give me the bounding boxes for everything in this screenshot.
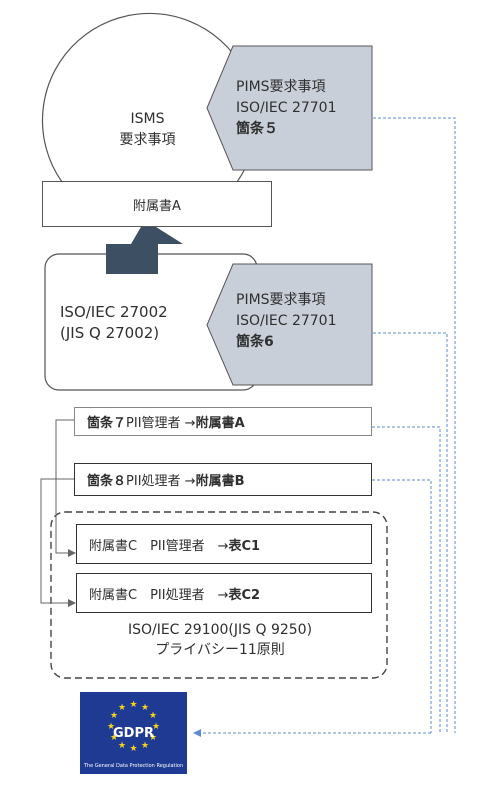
svg-text:★: ★ xyxy=(149,733,157,743)
svg-text:★: ★ xyxy=(141,741,149,751)
clause7-suffix: 附属書A xyxy=(195,416,245,431)
svg-text:★: ★ xyxy=(110,711,118,721)
clause8-middle: PII処理者 → xyxy=(126,474,196,489)
iso27002-line1: ISO/IEC 27002 xyxy=(60,303,168,321)
annex-c1-suffix: 表C1 xyxy=(228,538,261,554)
pims-top-label: PIMS要求事項 ISO/IEC 27701 箇条５ xyxy=(236,77,337,140)
annex-c2-text: 附属書C PII処理者 → xyxy=(89,587,229,603)
up-arrow xyxy=(106,220,183,274)
annex-c1-box: 附属書C PII管理者 → 表C1 xyxy=(76,524,372,564)
isms-line2: 要求事項 xyxy=(119,132,176,148)
svg-text:★: ★ xyxy=(110,733,118,743)
eu-stars-icon: ★ ★ ★ ★ ★ ★ ★ ★ ★ ★ ★ ★ xyxy=(107,700,160,754)
connector-clause7-to-c1 xyxy=(55,419,74,554)
iso27002-line2: (JIS Q 27002) xyxy=(60,324,160,342)
iso29100-line1: ISO/IEC 29100(JIS Q 9250) xyxy=(127,622,313,638)
pims-top-line3: 箇条５ xyxy=(236,121,278,137)
gdpr-logo: ★ ★ ★ ★ ★ ★ ★ ★ ★ ★ ★ ★ GDPR The General… xyxy=(80,692,187,774)
gdpr-connectors xyxy=(195,117,456,734)
pims-mid-shape xyxy=(206,263,373,386)
iso29100-group xyxy=(50,511,388,679)
annex-a-label: 附属書A xyxy=(133,198,181,214)
gdpr-label: GDPR xyxy=(113,726,154,741)
svg-text:★: ★ xyxy=(129,700,137,710)
isms-line1: ISMS xyxy=(130,111,165,127)
gdpr-caption: The General Data Protection Regulation xyxy=(83,763,184,769)
svg-text:★: ★ xyxy=(107,722,115,732)
pims-top-shape xyxy=(206,45,373,171)
clause8-box: 箇条８ PII処理者 → 附属書B xyxy=(74,463,372,496)
gdpr-arrowhead xyxy=(193,729,201,737)
pims-top-line2: ISO/IEC 27701 xyxy=(236,100,337,116)
svg-text:★: ★ xyxy=(118,703,126,713)
clause7-middle: PII管理者 → xyxy=(126,416,196,431)
pims-mid-line2: ISO/IEC 27701 xyxy=(236,313,337,329)
clause7-prefix: 箇条７ xyxy=(87,416,127,431)
iso29100-label: ISO/IEC 29100(JIS Q 9250) プライバシー11原則 xyxy=(80,620,360,660)
clause8-prefix: 箇条８ xyxy=(87,474,127,489)
arrowhead-c2 xyxy=(68,599,76,607)
pims-mid-label: PIMS要求事項 ISO/IEC 27701 箇条6 xyxy=(236,290,337,353)
pims-mid-line3: 箇条6 xyxy=(236,334,274,350)
svg-text:★: ★ xyxy=(129,744,137,754)
annex-c1-text: 附属書C PII管理者 → xyxy=(89,538,229,554)
clause8-suffix: 附属書B xyxy=(195,474,245,489)
svg-text:★: ★ xyxy=(149,711,157,721)
svg-text:★: ★ xyxy=(118,741,126,751)
iso27002-label: ISO/IEC 27002 (JIS Q 27002) xyxy=(60,302,168,344)
connector-clause8-to-c2 xyxy=(40,478,74,604)
clause7-box: 箇条７ PII管理者 → 附属書A xyxy=(74,407,372,436)
svg-text:★: ★ xyxy=(152,722,160,732)
annex-c2-suffix: 表C2 xyxy=(228,587,261,603)
iso29100-line2: プライバシー11原則 xyxy=(155,642,285,658)
arrowhead-c1 xyxy=(68,549,76,557)
svg-text:★: ★ xyxy=(141,703,149,713)
pims-top-line1: PIMS要求事項 xyxy=(236,79,326,95)
isms-label: ISMS 要求事項 xyxy=(100,105,195,155)
pims-mid-line1: PIMS要求事項 xyxy=(236,292,326,308)
annex-a-box: 附属書A xyxy=(42,181,272,227)
annex-c2-box: 附属書C PII処理者 → 表C2 xyxy=(76,573,372,613)
